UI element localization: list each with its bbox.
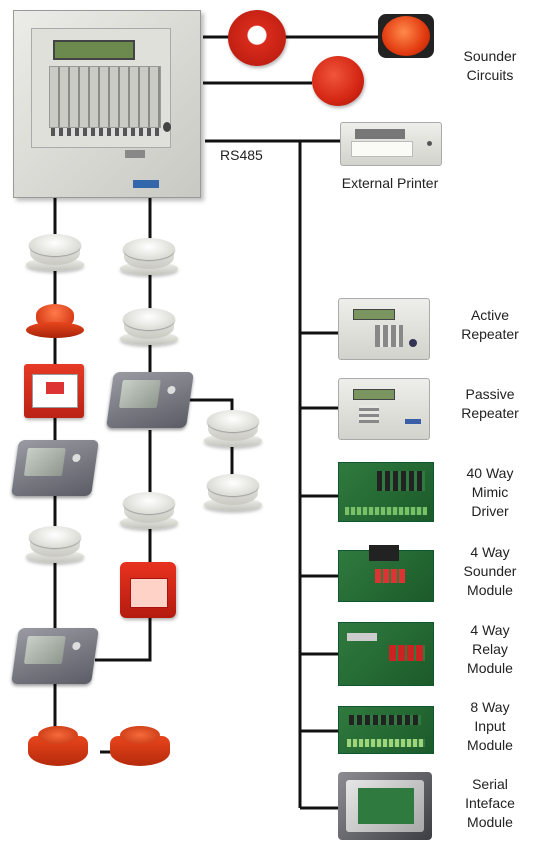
label-line: Repeater bbox=[461, 326, 519, 342]
serial-interface-module-icon bbox=[338, 772, 432, 840]
control-panel-icon bbox=[13, 10, 205, 200]
smoke-detector-icon bbox=[120, 492, 178, 530]
external-printer-label: External Printer bbox=[341, 175, 439, 191]
label-line: Driver bbox=[471, 503, 509, 519]
label-line: 4 Way bbox=[470, 622, 510, 638]
wire-spur bbox=[185, 398, 234, 490]
passive-repeater-icon bbox=[338, 378, 430, 440]
serial-module-label: Serial Inteface Module bbox=[450, 775, 530, 832]
input-module-label: 8 Way Input Module bbox=[450, 698, 530, 755]
printer-icon bbox=[340, 122, 442, 166]
label-line: Module bbox=[467, 660, 513, 676]
interface-module-icon bbox=[11, 628, 99, 684]
smoke-detector-icon bbox=[204, 474, 262, 512]
active-repeater-icon bbox=[338, 298, 430, 360]
sounder-icon bbox=[108, 722, 172, 768]
label-line: Input bbox=[474, 718, 506, 734]
fire-call-point-icon bbox=[120, 562, 176, 618]
label-line: Sounder bbox=[463, 48, 517, 64]
sounder-circuits-label: Sounder Circuits bbox=[445, 47, 535, 85]
label-line: Module bbox=[467, 582, 513, 598]
label-line: 40 Way bbox=[466, 465, 514, 481]
input-module-board-icon bbox=[338, 706, 434, 754]
label-line: Relay bbox=[472, 641, 508, 657]
bell-icon bbox=[228, 10, 286, 66]
bell-icon bbox=[312, 56, 364, 106]
relay-module-board-icon bbox=[338, 622, 434, 686]
smoke-detector-icon bbox=[26, 526, 84, 564]
label-line: Passive bbox=[465, 386, 515, 402]
passive-repeater-label: Passive Repeater bbox=[450, 385, 530, 423]
smoke-detector-icon bbox=[204, 410, 262, 448]
label-line: Inteface bbox=[465, 795, 515, 811]
manual-call-point-icon bbox=[24, 364, 84, 418]
label-line: Sounder bbox=[463, 563, 517, 579]
relay-module-label: 4 Way Relay Module bbox=[450, 621, 530, 678]
label-line: Mimic bbox=[471, 484, 509, 500]
interface-module-icon bbox=[106, 372, 194, 428]
beacon-icon bbox=[26, 302, 84, 340]
label-line: Active bbox=[470, 307, 510, 323]
interface-module-icon bbox=[11, 440, 99, 496]
mimic-driver-label: 40 Way Mimic Driver bbox=[450, 464, 530, 521]
label-line: 8 Way bbox=[470, 699, 510, 715]
label-line: Module bbox=[467, 814, 513, 830]
label-line: Circuits bbox=[466, 67, 514, 83]
sounder-icon bbox=[26, 722, 90, 768]
beacon-icon bbox=[378, 14, 434, 58]
smoke-detector-icon bbox=[120, 308, 178, 346]
smoke-detector-icon bbox=[120, 238, 178, 276]
label-line: Module bbox=[467, 737, 513, 753]
wire-loop-right-lower bbox=[95, 430, 152, 662]
label-line: Repeater bbox=[461, 405, 519, 421]
label-line: 4 Way bbox=[470, 544, 510, 560]
label-line: Serial bbox=[472, 776, 508, 792]
rs485-label: RS485 bbox=[220, 147, 263, 163]
sounder-module-label: 4 Way Sounder Module bbox=[450, 543, 530, 600]
smoke-detector-icon bbox=[26, 234, 84, 272]
sounder-module-board-icon bbox=[338, 545, 434, 602]
mimic-driver-board-icon bbox=[338, 462, 434, 522]
active-repeater-label: Active Repeater bbox=[450, 306, 530, 344]
